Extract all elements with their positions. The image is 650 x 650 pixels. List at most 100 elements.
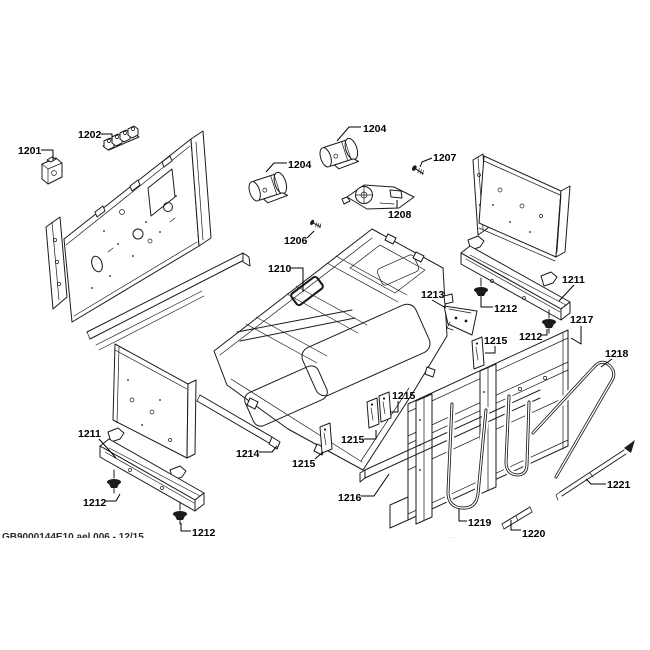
- bracket-1215-left-stroke: [323, 432, 327, 446]
- base-assembly-1210-stroke: [244, 365, 328, 427]
- rear-panel-assembly-stroke: [55, 260, 59, 264]
- left-side-panel-stroke: [141, 424, 143, 426]
- callout-1212-bottom: 1212: [192, 527, 216, 539]
- rear-bottom-rail-stroke: [98, 295, 205, 351]
- adjustable-foot-1212-bottom-stroke: [174, 514, 186, 520]
- left-side-panel-stroke: [129, 397, 135, 403]
- rear-frame-1217-stroke: [483, 391, 485, 393]
- callout-1220: 1220: [522, 528, 546, 540]
- leader-lines-stroke: [101, 133, 113, 141]
- left-side-panel-stroke: [112, 343, 189, 459]
- base-assembly-1210-stroke: [246, 397, 259, 410]
- callout-1201: 1201: [18, 145, 42, 157]
- rod-1221-stroke: [559, 449, 627, 497]
- left-side-panel-stroke: [127, 379, 129, 381]
- bracket-1215-right-stroke: [471, 336, 485, 370]
- left-side-panel-stroke: [186, 379, 197, 459]
- motor-1204-left-stroke: [248, 181, 261, 202]
- fan-bracket-1208-stroke: [341, 196, 351, 205]
- bottom-rail-1216-stroke: [359, 469, 366, 483]
- base-assembly-1210-stroke: [236, 309, 353, 333]
- rear-bottom-rail-stroke: [86, 331, 91, 340]
- right-side-panel-stroke: [539, 214, 543, 218]
- rear-frame-1217-stroke: [419, 469, 421, 471]
- base-assembly-1210-stroke: [412, 251, 425, 263]
- callout-1215-mid-left: 1215: [341, 434, 365, 446]
- tube-1218-stroke: [532, 361, 615, 478]
- rear-panel-assembly-stroke: [73, 241, 198, 317]
- leader-lines-stroke: [180, 523, 191, 532]
- bracket-1215-mid-left-stroke: [370, 403, 374, 406]
- rear-panel-assembly: [45, 130, 251, 351]
- leader-lines-stroke: [542, 329, 548, 336]
- leader-lines-stroke: [390, 401, 399, 413]
- tube-1218: [529, 358, 618, 481]
- rear-bottom-rail-stroke: [89, 258, 247, 340]
- terminal-block-1202-stroke: [123, 131, 127, 135]
- base-assembly-1210-stroke-stroke: [301, 303, 431, 397]
- base-assembly-1210-stroke-stroke: [376, 254, 420, 286]
- leader-lines-stroke: [291, 267, 304, 292]
- copyright-watermark: ·· ···|·|·||···|· ·—· ·· · ————·————: [432, 537, 545, 544]
- rear-panel-assembly-stroke: [169, 217, 176, 223]
- screw-1206: [310, 219, 322, 229]
- callout-1202: 1202: [78, 129, 102, 141]
- screw-1207-stroke: [412, 165, 417, 171]
- leader-lines-stroke: [98, 438, 117, 459]
- switch-1201-stroke: [51, 170, 57, 176]
- adjustable-foot-1212-right-lower: [542, 309, 556, 334]
- bracket-1215-mid-left: [366, 397, 380, 429]
- leader-lines-stroke: [510, 520, 521, 531]
- switch-1201-stroke: [41, 162, 63, 184]
- bracket-1215-mid-right: [378, 391, 392, 423]
- callout-1210: 1210: [268, 263, 292, 275]
- leader-lines-stroke: [41, 149, 54, 161]
- base-assembly-1210-stroke: [286, 285, 368, 334]
- base-assembly-1210-stroke: [376, 254, 420, 286]
- left-side-panel-stroke: [149, 409, 155, 415]
- corner-bracket-1213-stroke: [464, 319, 468, 323]
- corner-bracket-1213-stroke: [454, 316, 458, 320]
- switch-1201-stroke: [41, 157, 63, 185]
- front-rail-1214-stroke: [196, 400, 270, 444]
- screw-1206-stroke: [312, 222, 322, 228]
- rear-panel-assembly-stroke: [163, 202, 173, 212]
- bracket-1215-right-stroke: [475, 346, 479, 361]
- base-assembly-1210-stroke-stroke: [244, 365, 328, 427]
- document-code: GB9000144E10 ael 006 - 12/15: [2, 532, 144, 543]
- rear-panel-assembly-stroke: [190, 130, 212, 247]
- front-rail-1214-stroke: [199, 394, 273, 438]
- rail-1220: [501, 506, 533, 530]
- rear-panel-assembly-stroke: [94, 205, 106, 218]
- rear-panel-assembly-stroke: [159, 231, 161, 233]
- front-rail-1214-stroke: [196, 394, 201, 402]
- leader-lines-stroke: [458, 509, 467, 522]
- callout-1213: 1213: [421, 289, 445, 301]
- right-side-panel-stroke: [529, 231, 531, 233]
- base-assembly-1210-stroke: [230, 378, 410, 463]
- callout-1207: 1207: [433, 152, 457, 164]
- leader-lines-stroke: [306, 230, 315, 239]
- right-side-panel-stroke: [555, 185, 571, 258]
- right-side-panel-stroke: [556, 195, 562, 253]
- leader-lines-stroke: [265, 162, 287, 173]
- right-side-panel-stroke: [492, 204, 494, 206]
- callout-1206: 1206: [284, 235, 308, 247]
- support-rail-1211-right-stroke: [465, 254, 567, 313]
- motor-1204-top: [319, 137, 360, 170]
- motor-1204-top-stroke: [319, 147, 332, 168]
- callout-1211-left: 1211: [78, 428, 101, 440]
- support-rail-1211-left-stroke: [160, 486, 164, 490]
- motor-1204-top-stroke: [341, 139, 352, 162]
- bracket-1215-mid-right-stroke: [382, 397, 386, 400]
- corner-bracket-1213-stroke: [446, 321, 454, 331]
- callout-1218: 1218: [605, 348, 629, 360]
- callout-1215-left: 1215: [292, 458, 316, 470]
- terminal-block-1202-stroke: [115, 135, 119, 139]
- rear-bottom-rail-stroke: [86, 252, 244, 333]
- right-side-panel: [472, 153, 571, 262]
- left-side-panel-stroke: [114, 346, 188, 424]
- right-side-panel-stroke: [497, 187, 503, 193]
- support-rail-1211-left-stroke: [104, 447, 201, 504]
